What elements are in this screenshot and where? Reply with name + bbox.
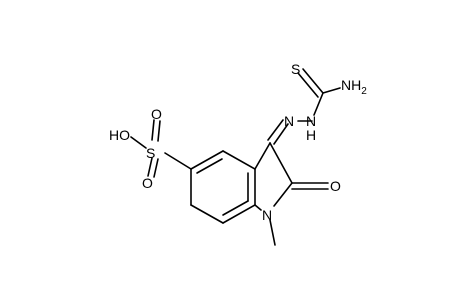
atom-label-o-sulfo-bottom: O xyxy=(142,175,153,191)
atom-label-nh2: NH2 xyxy=(341,77,367,97)
atom-label-n-ring: N xyxy=(262,207,272,223)
atom-label-ho: HO xyxy=(109,127,130,143)
atom-label-n-hydrazone-2: N xyxy=(306,113,316,129)
bond-c7-c7a xyxy=(222,204,256,224)
atom-label-s-thio: S xyxy=(291,61,300,77)
bond-c3-c2 xyxy=(269,142,293,184)
bond-c3a-c3 xyxy=(254,142,271,170)
bond-n1-methyl xyxy=(269,219,276,246)
bond-inner-2 xyxy=(222,200,249,216)
atom-label-o-sulfo-top: O xyxy=(151,106,162,122)
bond-n1-c7a xyxy=(254,204,262,211)
atom-label-o-keto: O xyxy=(330,178,341,194)
bond-c-s-a xyxy=(302,68,324,94)
bond-c-nh2 xyxy=(322,87,341,94)
bond-inner-1 xyxy=(196,158,223,174)
bond-c6-c7 xyxy=(190,204,224,224)
atom-label-n-hydrazone-1: N xyxy=(284,113,294,129)
bond-c3a-c4 xyxy=(222,150,256,170)
bond-c4-c5 xyxy=(190,150,224,170)
bond-c3-n-a xyxy=(267,119,284,141)
bond-s-o-top-2 xyxy=(157,120,161,142)
atom-label-nh2-subscript: 2 xyxy=(361,86,367,97)
atom-label-h-hydrazone: H xyxy=(306,127,316,143)
bond-c5-s xyxy=(164,152,192,170)
bond-nh-c xyxy=(313,92,324,116)
atom-label-s-sulfo: S xyxy=(146,145,155,161)
bond-s-o-bottom-2 xyxy=(153,158,159,178)
bond-c3-n-b xyxy=(273,123,289,145)
bond-s-oh xyxy=(130,136,147,149)
bond-c2-n1 xyxy=(273,182,293,207)
bond-s-o-top xyxy=(151,119,155,141)
bond-c-s-b xyxy=(297,72,319,98)
bond-s-o-bottom xyxy=(147,157,153,177)
